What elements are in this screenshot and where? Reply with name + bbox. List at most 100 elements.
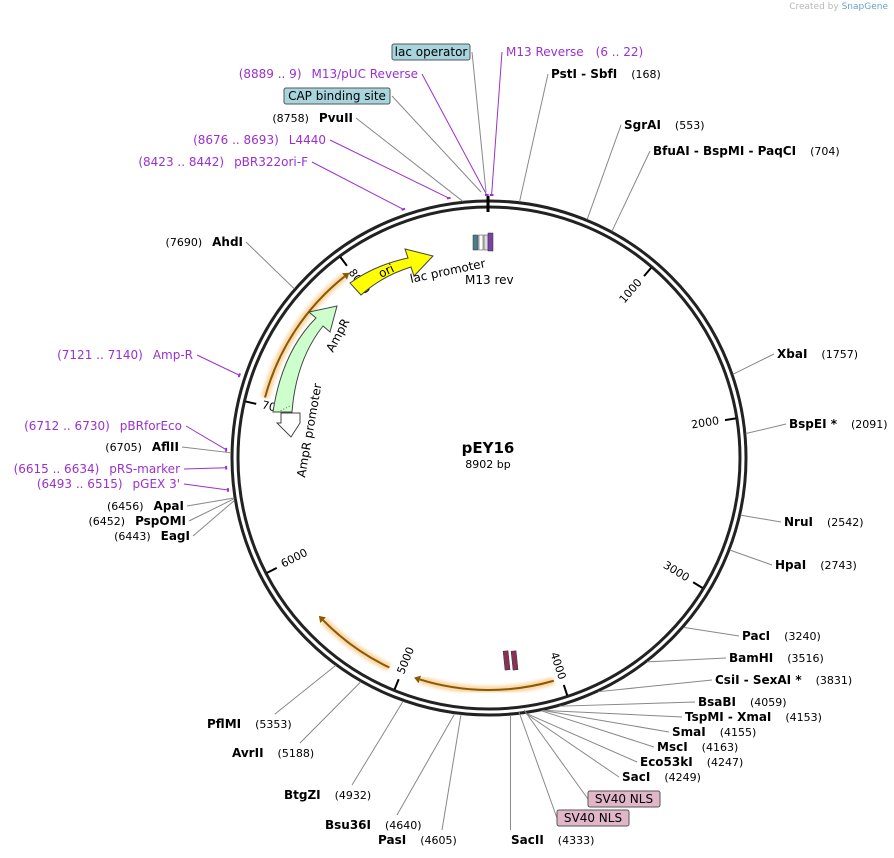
feature-connector xyxy=(471,51,487,193)
primer-connector xyxy=(311,161,404,210)
nls-orange-arc[interactable] xyxy=(419,678,555,691)
lower-orange-arc[interactable] xyxy=(322,619,390,669)
ampr-promoter-arrow[interactable] xyxy=(275,412,301,438)
enzyme-label[interactable]: MscI(4163) xyxy=(657,740,738,754)
ampr-promoter-dots xyxy=(277,405,291,413)
primer-range: (6712 .. 6730) xyxy=(24,419,110,433)
primer-label[interactable]: (6615 .. 6634)pRS-marker xyxy=(14,462,180,476)
ampr-arrow[interactable] xyxy=(272,305,338,413)
enzyme-label[interactable]: Bsu36I(4640) xyxy=(325,818,422,832)
enzyme-label[interactable]: PflMI(5353) xyxy=(207,717,292,731)
enzyme-label[interactable]: PacI(3240) xyxy=(742,629,821,643)
primer-name: Amp-R xyxy=(153,348,193,362)
lac-promoter-block[interactable] xyxy=(472,234,479,251)
enzyme-label[interactable]: AvrII(5188) xyxy=(232,746,314,760)
tick-mark xyxy=(643,267,652,277)
ampr-promoter-label: AmpR promoter xyxy=(294,382,324,478)
enzyme-label[interactable]: PstI - SbfI(168) xyxy=(551,67,661,81)
feature-box[interactable] xyxy=(391,43,471,61)
cap-site-block[interactable] xyxy=(483,234,489,251)
enzyme-name: PvuII xyxy=(319,111,353,125)
ori-feature[interactable]: ori xyxy=(349,248,434,296)
sv40-nls-block-2[interactable] xyxy=(510,650,519,671)
enzyme-label[interactable]: SacI(4249) xyxy=(622,770,701,784)
enzyme-name: CsiI - SexAI * xyxy=(715,673,802,687)
enzyme-label[interactable]: NruI(2542) xyxy=(784,515,864,529)
enzyme-label[interactable]: (6443)EagI xyxy=(114,529,190,543)
enzyme-label[interactable]: SgrAI(553) xyxy=(624,118,705,132)
enzyme-connector xyxy=(542,709,683,718)
lac-operator-block[interactable] xyxy=(478,234,484,251)
enzyme-label[interactable]: BsaBI(4059) xyxy=(698,695,787,709)
sv40-nls-feature[interactable] xyxy=(502,650,519,671)
enzyme-label[interactable]: (6705)AflII xyxy=(105,440,179,454)
tick-mark xyxy=(562,684,569,696)
primer-range: (8889 .. 9) xyxy=(239,67,302,81)
enzyme-connector xyxy=(396,713,456,816)
enzyme-label[interactable]: SacII(4333) xyxy=(511,833,594,847)
primer-label[interactable]: (8676 .. 8693)L4440 xyxy=(193,133,326,147)
tick-mark xyxy=(266,566,278,574)
enzyme-position: (6443) xyxy=(114,530,151,543)
enzyme-name: BtgZI xyxy=(284,788,321,802)
enzyme-label[interactable]: HpaI(2743) xyxy=(775,558,857,572)
primer-label[interactable]: M13 Reverse(6 .. 22) xyxy=(506,45,643,59)
primer-label[interactable]: (8423 .. 8442)pBR322ori-F xyxy=(138,155,308,169)
enzyme-name: BsaBI xyxy=(698,695,736,709)
enzyme-label[interactable]: XbaI(1757) xyxy=(777,347,858,361)
enzyme-label[interactable]: BtgZI(4932) xyxy=(284,788,371,802)
nls-orange-arc-head xyxy=(414,675,422,684)
enzyme-label[interactable]: Eco53kI(4247) xyxy=(640,755,743,769)
enzyme-connector xyxy=(355,117,464,202)
enzyme-name: PspOMI xyxy=(135,514,186,528)
sv40-nls-block-1[interactable] xyxy=(502,650,511,671)
enzyme-connector xyxy=(525,712,620,778)
enzyme-position: (4605) xyxy=(420,834,457,847)
enzyme-position: (5353) xyxy=(255,718,292,731)
enzyme-label[interactable]: (7690)AhdI xyxy=(166,235,243,249)
enzyme-label[interactable]: (8758)PvuII xyxy=(272,111,353,125)
enzyme-label[interactable]: BamHI(3516) xyxy=(729,651,824,665)
enzyme-position: (4640) xyxy=(385,819,422,832)
tick-label: 5000 xyxy=(394,645,417,676)
ori-arrow[interactable] xyxy=(349,248,434,296)
primer-connector xyxy=(421,73,488,196)
enzyme-position: (3516) xyxy=(787,652,824,665)
enzyme-name: AflII xyxy=(152,440,179,454)
enzyme-connector xyxy=(732,353,775,375)
enzyme-name: TspMI - XmaI xyxy=(685,710,771,724)
primer-mark xyxy=(237,373,241,378)
enzyme-connector xyxy=(188,498,235,522)
enzyme-connector xyxy=(647,657,727,663)
primer-name: L4440 xyxy=(289,133,326,147)
primer-label[interactable]: (8889 .. 9)M13/pUC Reverse xyxy=(239,67,418,81)
tick-label: 1000 xyxy=(617,276,645,306)
enzyme-connector xyxy=(519,73,549,202)
enzyme-name: PacI xyxy=(742,629,770,643)
enzyme-label[interactable]: BspEI *(2091) xyxy=(789,417,888,431)
primer-label[interactable]: (6712 .. 6730)pBRforEco xyxy=(24,419,182,433)
enzyme-label[interactable]: CsiI - SexAI *(3831) xyxy=(715,673,852,687)
primer-label[interactable]: (6493 .. 6515)pGEX 3' xyxy=(37,477,180,491)
enzyme-position: (1757) xyxy=(821,348,858,361)
enzyme-label[interactable]: (6452)PspOMI xyxy=(88,514,186,528)
enzyme-label[interactable]: SmaI(4155) xyxy=(672,725,756,739)
feature-box[interactable] xyxy=(587,790,661,808)
enzyme-label[interactable]: BfuAI - BspMI - PaqCI(704) xyxy=(653,144,840,158)
feature-box[interactable] xyxy=(283,87,391,105)
enzyme-name: MscI xyxy=(657,740,688,754)
primer-connector xyxy=(196,354,240,376)
enzyme-label[interactable]: PasI(4605) xyxy=(378,833,457,847)
enzyme-name: SacI xyxy=(622,770,650,784)
enzyme-labels: PstI - SbfI(168) SgrAI(553) BfuAI - BspMI … xyxy=(88,67,887,847)
ampr-orange-arc[interactable] xyxy=(264,275,346,398)
primer-label[interactable]: (7121 .. 7140)Amp-R xyxy=(57,348,193,362)
feature-connector xyxy=(523,709,589,800)
enzyme-position: (6456) xyxy=(107,500,144,513)
m13-rev-block[interactable] xyxy=(487,232,494,252)
feature-box[interactable] xyxy=(556,809,630,827)
enzyme-label[interactable]: TspMI - XmaI(4153) xyxy=(685,710,822,724)
enzyme-label[interactable]: (6456)ApaI xyxy=(107,499,184,513)
